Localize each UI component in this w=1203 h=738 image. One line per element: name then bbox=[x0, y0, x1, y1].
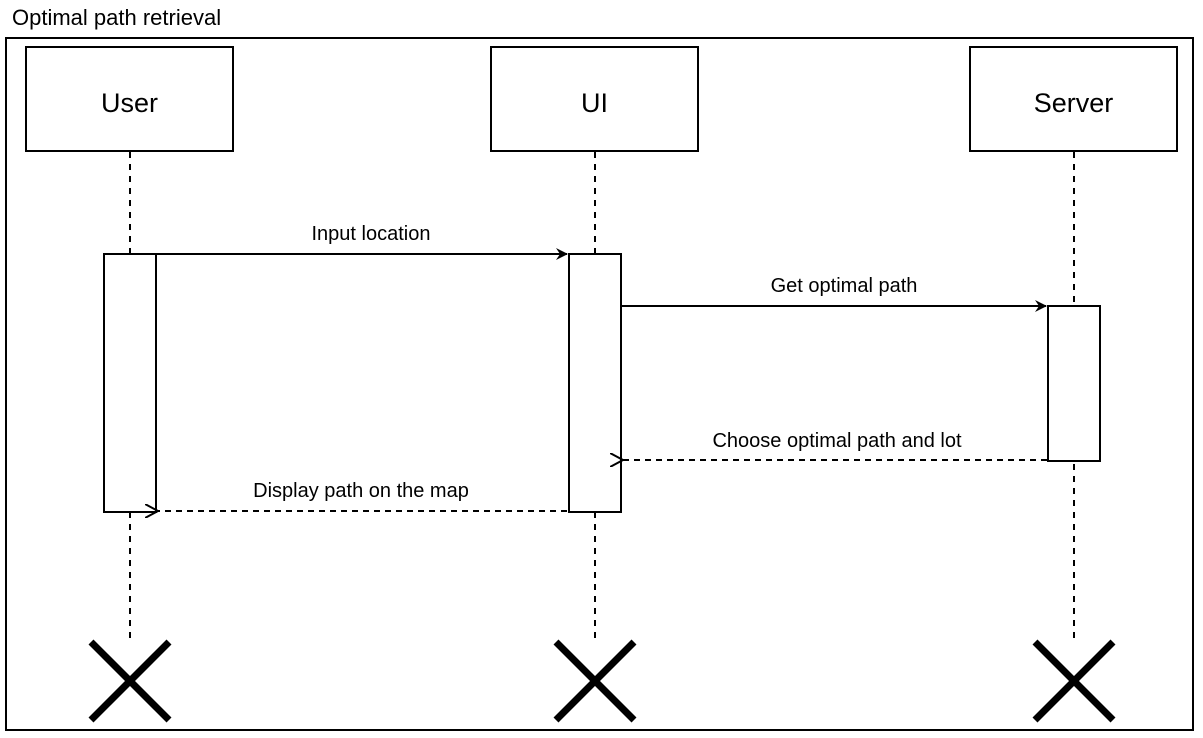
actor-ui: UI bbox=[490, 46, 699, 152]
message-choose-optimal-path: Choose optimal path and lot bbox=[623, 430, 1047, 460]
actor-user: User bbox=[25, 46, 234, 152]
destroy-server-icon bbox=[1032, 639, 1116, 723]
message-input-location: Input location bbox=[156, 223, 568, 260]
actor-server-label: Server bbox=[1034, 88, 1114, 118]
message-get-optimal-path-label: Get optimal path bbox=[771, 275, 918, 297]
message-get-optimal-path: Get optimal path bbox=[621, 275, 1047, 312]
destroy-user-icon bbox=[88, 639, 172, 723]
frame-title: Optimal path retrieval bbox=[12, 5, 221, 30]
actor-server: Server bbox=[969, 46, 1178, 152]
message-input-location-label: Input location bbox=[312, 223, 431, 245]
destroy-ui-icon bbox=[553, 639, 637, 723]
actor-ui-label: UI bbox=[581, 88, 608, 118]
message-display-path: Display path on the map bbox=[158, 480, 567, 511]
activation-user bbox=[103, 253, 157, 513]
diagram-frame bbox=[5, 37, 1194, 731]
message-choose-optimal-path-label: Choose optimal path and lot bbox=[712, 430, 961, 452]
activation-server bbox=[1047, 305, 1101, 462]
actor-user-label: User bbox=[101, 88, 158, 118]
activation-ui bbox=[568, 253, 622, 513]
message-display-path-label: Display path on the map bbox=[253, 480, 469, 502]
